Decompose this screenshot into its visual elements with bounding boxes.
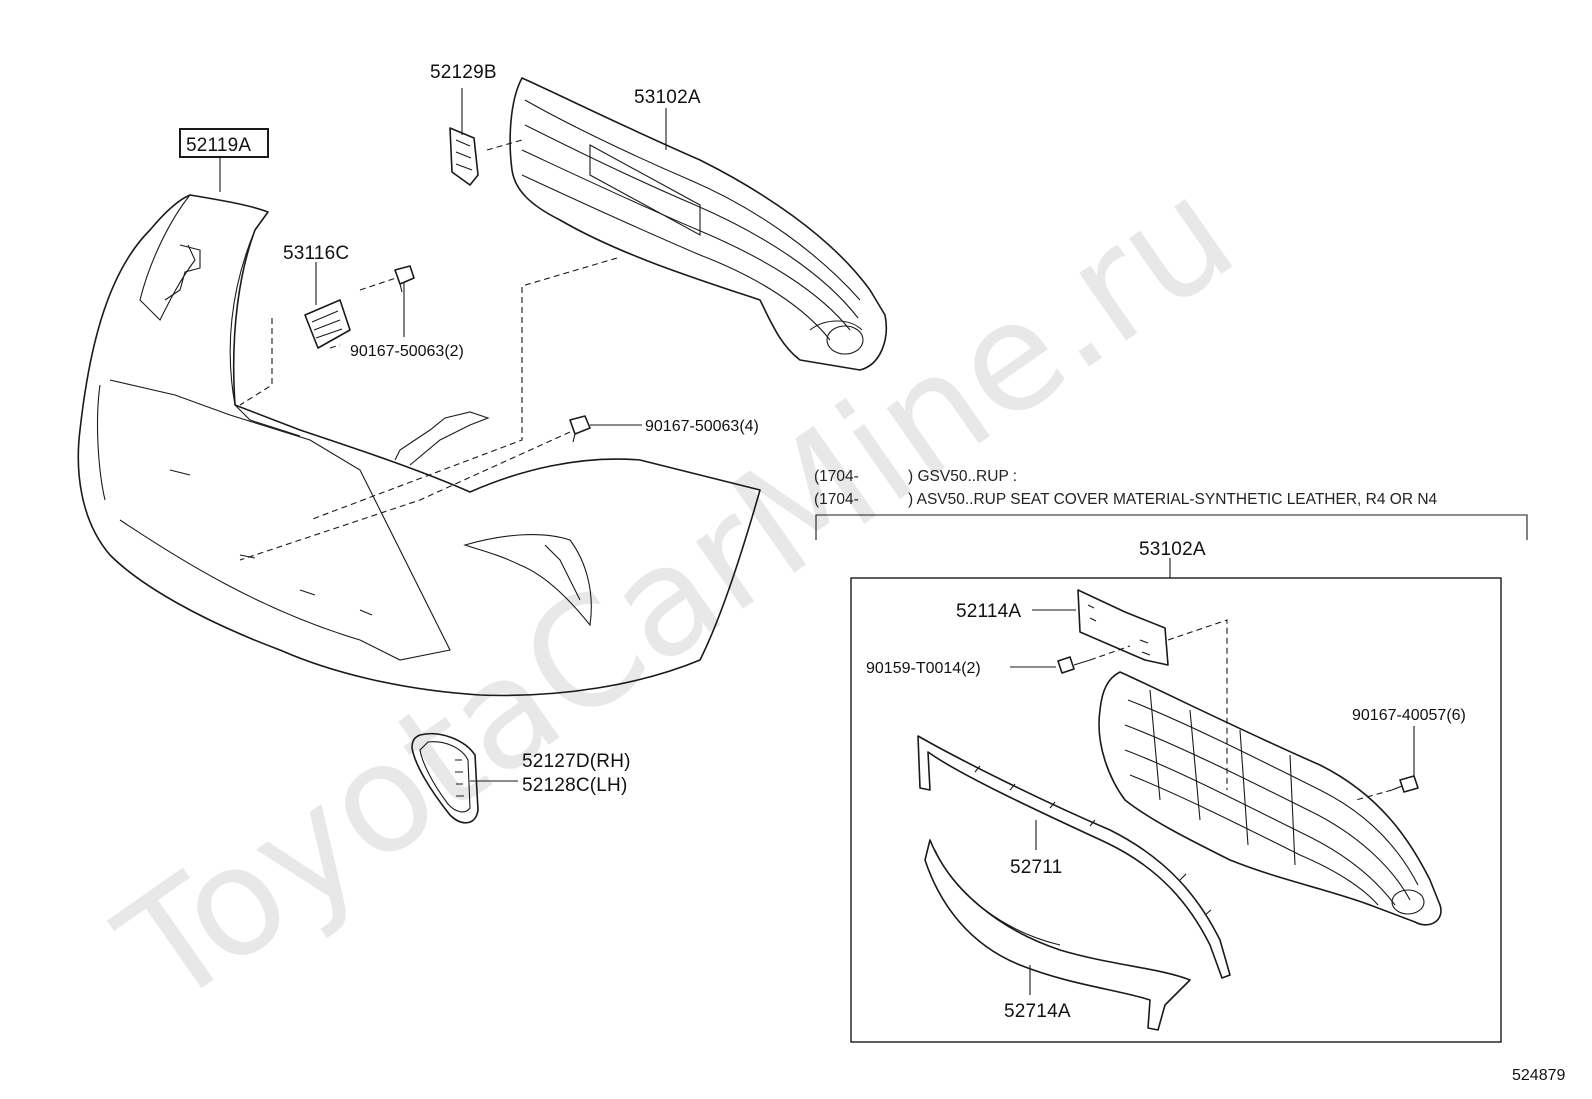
moulding-lower-label[interactable]: 52714A: [1004, 1001, 1071, 1022]
screw-box-label[interactable]: 90167-40057(6): [1352, 707, 1466, 724]
bracket-label[interactable]: 53116C: [283, 243, 349, 264]
bolt-label[interactable]: 90159-T0014(2): [866, 660, 981, 677]
note-line1-text: ) GSV50..RUP :: [908, 468, 1017, 485]
lamp-cover-drawing[interactable]: [411, 732, 479, 824]
moulding-drawing[interactable]: [917, 735, 1231, 979]
retainer-drawing[interactable]: [449, 127, 479, 186]
upper-grille-drawing[interactable]: [509, 77, 887, 371]
watermark: ToyotaCarMine.ru: [90, 145, 1264, 1040]
screw-upper-icon[interactable]: [394, 265, 415, 293]
screw-upper-label[interactable]: 90167-50063(2): [350, 343, 464, 360]
plate-bracket-drawing[interactable]: [1077, 589, 1169, 666]
lamp-cover-lh-label[interactable]: 52128C(LH): [522, 775, 628, 796]
note-line2-text: ) ASV50..RUP SEAT COVER MATERIAL-SYNTHET…: [908, 491, 1438, 508]
plate-bracket-label[interactable]: 52114A: [956, 601, 1021, 622]
note-line2-code: (1704-: [814, 491, 859, 508]
bracket-drawing[interactable]: [304, 299, 351, 349]
retainer-label[interactable]: 52129B: [430, 62, 497, 83]
moulding-label[interactable]: 52711: [1010, 857, 1062, 878]
detail-box: [850, 577, 1502, 1043]
moulding-lower-drawing[interactable]: [924, 839, 1191, 1031]
grille-box-label[interactable]: 53102A: [1139, 539, 1206, 560]
grille-top-label[interactable]: 53102A: [634, 87, 701, 108]
bumper-cover-drawing[interactable]: [77, 194, 761, 697]
note-line1-code: (1704-: [814, 468, 859, 485]
screw-box-icon[interactable]: [1391, 775, 1419, 793]
detail-grille-drawing[interactable]: [1098, 671, 1442, 926]
bumper-cover-label[interactable]: 52119A: [186, 135, 251, 156]
lamp-cover-rh-label[interactable]: 52127D(RH): [522, 751, 631, 772]
screw-mid-label[interactable]: 90167-50063(4): [645, 418, 759, 435]
bumper-cover-label-box: [179, 128, 269, 158]
bolt-icon[interactable]: [1057, 656, 1091, 674]
screw-mid-icon[interactable]: [569, 415, 591, 443]
diagram-id: 524879: [1512, 1067, 1565, 1084]
